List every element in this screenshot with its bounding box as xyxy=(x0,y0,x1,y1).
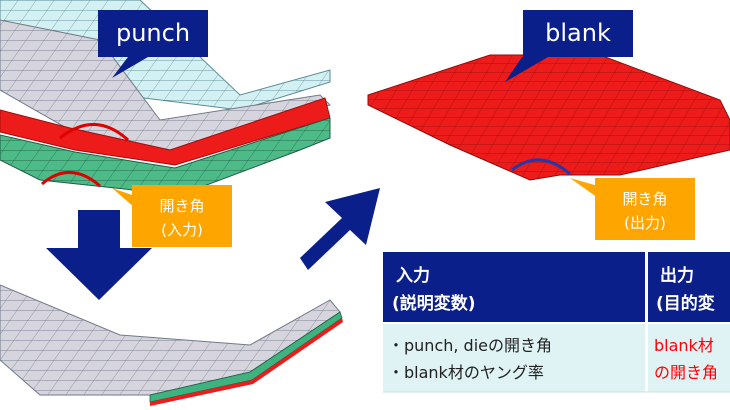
table-header-input-line2: (説明変数) xyxy=(392,293,476,314)
blank-label-text: blank xyxy=(545,19,611,47)
table-body-output-line2: の開き角 xyxy=(654,363,718,382)
input-angle-callout: 開き角 (入力) xyxy=(112,185,232,247)
table-header-output xyxy=(648,252,730,322)
punch-label-text: punch xyxy=(116,19,190,47)
diagonal-arrow-icon xyxy=(300,188,380,270)
table-body-input-line1: ・punch, dieの開き角 xyxy=(388,336,552,355)
punch-gray-layer xyxy=(0,19,331,151)
io-table: 入力 (説明変数) 出力 (目的変 ・punch, dieの開き角 ・blank… xyxy=(383,252,730,393)
table-header-output-line2: (目的変 xyxy=(656,293,715,314)
input-callout-line1: 開き角 xyxy=(159,197,204,215)
table-header-input-line1: 入力 xyxy=(396,265,430,286)
output-callout-line2: (出力) xyxy=(624,214,666,232)
punch-label: punch xyxy=(98,10,208,78)
output-blank xyxy=(367,54,730,181)
punch-angle-arc xyxy=(59,123,130,142)
table-header-output-line1: 出力 xyxy=(660,265,694,286)
table-body-output-line1: blank材 xyxy=(654,336,714,355)
formed-result xyxy=(0,284,343,406)
table-body-input-line2: ・blank材のヤング率 xyxy=(388,363,544,382)
table-header-input xyxy=(383,252,645,322)
table-body-input xyxy=(383,324,645,392)
blank-label: blank xyxy=(505,10,633,82)
die-angle-arc xyxy=(41,171,101,188)
table-body-output xyxy=(648,324,730,392)
output-angle-callout: 開き角 (出力) xyxy=(570,178,695,240)
down-arrow-icon xyxy=(46,210,152,300)
formed-gray-mesh xyxy=(0,284,341,396)
output-callout-line1: 開き角 xyxy=(622,190,667,208)
input-callout-line2: (入力) xyxy=(161,221,203,239)
blank-angle-arc xyxy=(511,158,571,176)
